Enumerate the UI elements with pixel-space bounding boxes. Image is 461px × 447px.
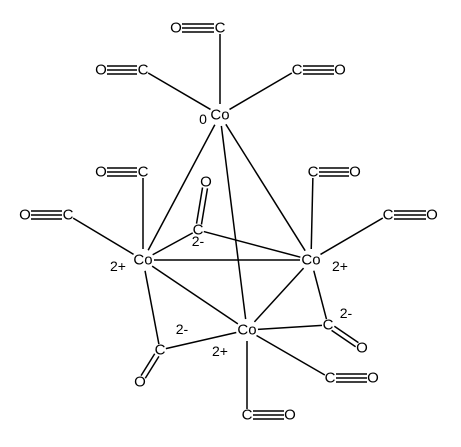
- co-c-bond-6: [320, 217, 384, 256]
- oxygen-atom: O: [134, 374, 146, 391]
- co-c-bond-1: [147, 72, 211, 111]
- carbon-atom: C: [325, 370, 336, 387]
- carbon-atom: C: [63, 207, 74, 224]
- co-c-bond-2: [229, 72, 293, 111]
- charge-label: 2-: [340, 305, 353, 321]
- oxygen-atom: O: [19, 207, 31, 224]
- oxygen-atom: O: [200, 174, 212, 191]
- co-c-bond-5: [310, 177, 314, 250]
- carbon-atom: C: [138, 62, 149, 79]
- charge-label: 2+: [332, 258, 348, 274]
- bridge-co-c-bond-0-right: [203, 230, 301, 258]
- cobalt-atom: Co: [237, 322, 256, 339]
- charge-label: 0: [199, 111, 207, 127]
- oxygen-atom: O: [95, 62, 107, 79]
- co-co-bond-right-bottom: [253, 267, 305, 323]
- carbon-atom: C: [193, 222, 204, 239]
- co-c-bond-7: [256, 334, 326, 376]
- cobalt-atom: Co: [133, 252, 152, 269]
- oxygen-atom: O: [334, 62, 346, 79]
- oxygen-atom: O: [284, 407, 296, 424]
- c-o-double-bond-2-1: [331, 329, 357, 348]
- bridge-co-c-bond-1-left: [144, 270, 160, 345]
- oxygen-atom: O: [95, 164, 107, 181]
- carbon-atom: C: [155, 342, 166, 359]
- oxygen-atom: O: [426, 207, 438, 224]
- c-o-double-bond-0-0: [195, 187, 204, 224]
- carbon-atom: C: [215, 20, 226, 37]
- charge-label: 2-: [192, 233, 205, 249]
- bridge-co-c-bond-2-right: [313, 270, 328, 320]
- co-co-bond-left-bottom: [151, 265, 239, 325]
- cobalt-atom: Co: [210, 107, 229, 124]
- bridge-co-c-bond-0-left: [152, 232, 194, 256]
- cobalt-atom: Co: [301, 252, 320, 269]
- carbon-atom: C: [292, 62, 303, 79]
- charge-label: 2-: [176, 321, 189, 337]
- bridge-co-c-bond-1-bottom: [165, 331, 237, 350]
- co-co-bond-top-bottom: [220, 125, 247, 320]
- carbon-atom: C: [308, 164, 319, 181]
- carbon-atom: C: [383, 207, 394, 224]
- oxygen-atom: O: [367, 370, 379, 387]
- bridge-co-c-bond-2-bottom: [257, 324, 323, 331]
- charge-label: 2+: [212, 343, 228, 359]
- oxygen-atom: O: [349, 164, 361, 181]
- c-o-double-bond-1-0: [144, 356, 160, 379]
- co-co-bond-top-left: [147, 124, 216, 251]
- co-c-bond-4: [72, 217, 134, 255]
- co-co-bond-top-right: [225, 123, 306, 252]
- carbon-atom: C: [138, 164, 149, 181]
- carbon-atom: C: [323, 317, 334, 334]
- c-o-double-bond-2-0: [333, 325, 359, 344]
- oxygen-atom: O: [170, 20, 182, 37]
- carbon-atom: C: [242, 407, 253, 424]
- charge-label: 2+: [110, 258, 126, 274]
- oxygen-atom: O: [356, 340, 368, 357]
- c-o-double-bond-0-1: [200, 188, 209, 225]
- c-o-double-bond-1-1: [140, 353, 156, 376]
